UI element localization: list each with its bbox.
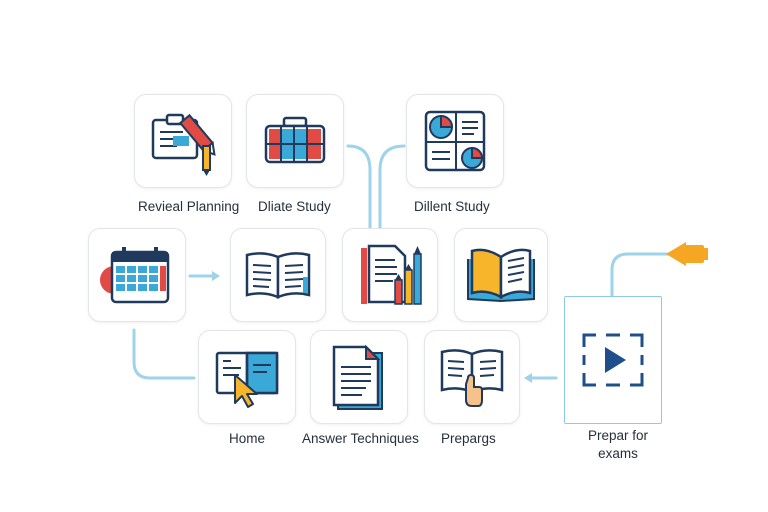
card-open-book-yellow[interactable] — [454, 228, 548, 322]
video-frame-icon — [582, 333, 644, 387]
arrow-left-orange-icon — [666, 242, 708, 266]
clipboard-pencil-icon — [151, 113, 216, 176]
card-prepargs[interactable] — [424, 330, 520, 424]
connector-top-left — [346, 144, 372, 230]
connector-calendar-home — [132, 328, 196, 380]
label-answer-techniques: Answer Techniques — [302, 431, 419, 446]
label-prepar-for-exams: Prepar for exams — [587, 428, 649, 461]
card-calendar[interactable] — [88, 228, 186, 322]
card-home[interactable] — [198, 330, 296, 424]
label-prepargs: Prepargs — [441, 431, 496, 446]
card-revieal-planning[interactable] — [134, 94, 232, 188]
card-dliate-study[interactable] — [246, 94, 344, 188]
calendar-icon — [100, 247, 170, 304]
arrowhead-left — [524, 373, 532, 383]
card-dillent-study[interactable] — [406, 94, 504, 188]
open-book-icon — [245, 252, 311, 299]
play-icon — [605, 347, 626, 373]
connector-top-right — [378, 144, 406, 230]
open-book-yellow-icon — [467, 248, 535, 303]
connector-exams-up — [610, 252, 670, 298]
document-pencils-icon — [361, 244, 422, 305]
label-home: Home — [229, 431, 266, 446]
card-prepar-for-exams[interactable] — [564, 296, 662, 424]
hand-pointer-icon — [465, 373, 483, 407]
label-revieal-planning: Revieal Planning — [138, 199, 240, 214]
label-dliate-study: Dliate Study — [258, 199, 331, 214]
card-answer-techniques[interactable] — [310, 330, 408, 424]
briefcase-icon — [264, 116, 326, 164]
arrowhead-right — [212, 271, 220, 281]
card-open-book[interactable] — [230, 228, 326, 322]
book-cursor-icon — [215, 351, 279, 408]
book-hand-icon — [440, 349, 504, 407]
cursor-arrow-icon — [234, 374, 258, 408]
document-stack-icon — [332, 344, 383, 410]
label-dillent-study: Dillent Study — [414, 199, 490, 214]
card-document-pencils[interactable] — [342, 228, 438, 322]
pie-chart-document-icon — [424, 110, 486, 172]
